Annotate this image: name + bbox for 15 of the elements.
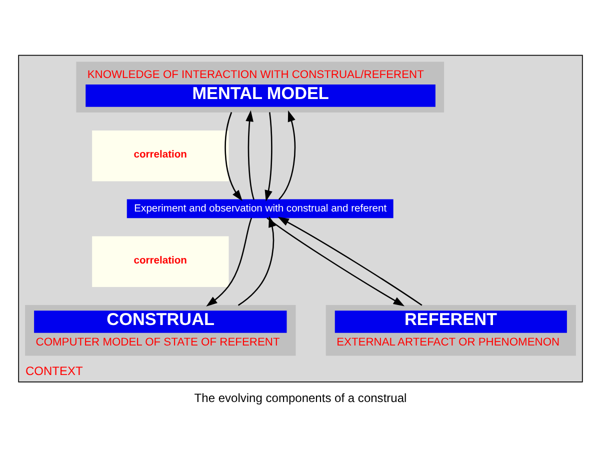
node-box: Experiment and observation with construal and referent (126, 199, 394, 218)
arrow (224, 112, 242, 202)
arrow (206, 218, 252, 306)
node-box: correlation (92, 130, 229, 182)
node-box: KNOWLEDGE OF INTERACTION WITH CONSTRUAL/REFERENT MENTAL MODEL (76, 62, 444, 112)
node-box: CONSTRUAL COMPUTER MODEL OF STATE OF REFERENT (25, 305, 296, 356)
arrow (246, 110, 254, 200)
arrow (266, 217, 405, 306)
caption: The evolving components of a construal (194, 390, 407, 405)
node-box: REFERENT EXTERNAL ARTEFACT OR PHENOMENON (326, 305, 576, 356)
node-box: correlation (92, 236, 229, 287)
arrow (238, 216, 276, 306)
arrow (264, 112, 272, 202)
arrow (278, 216, 422, 306)
arrow (278, 110, 296, 200)
